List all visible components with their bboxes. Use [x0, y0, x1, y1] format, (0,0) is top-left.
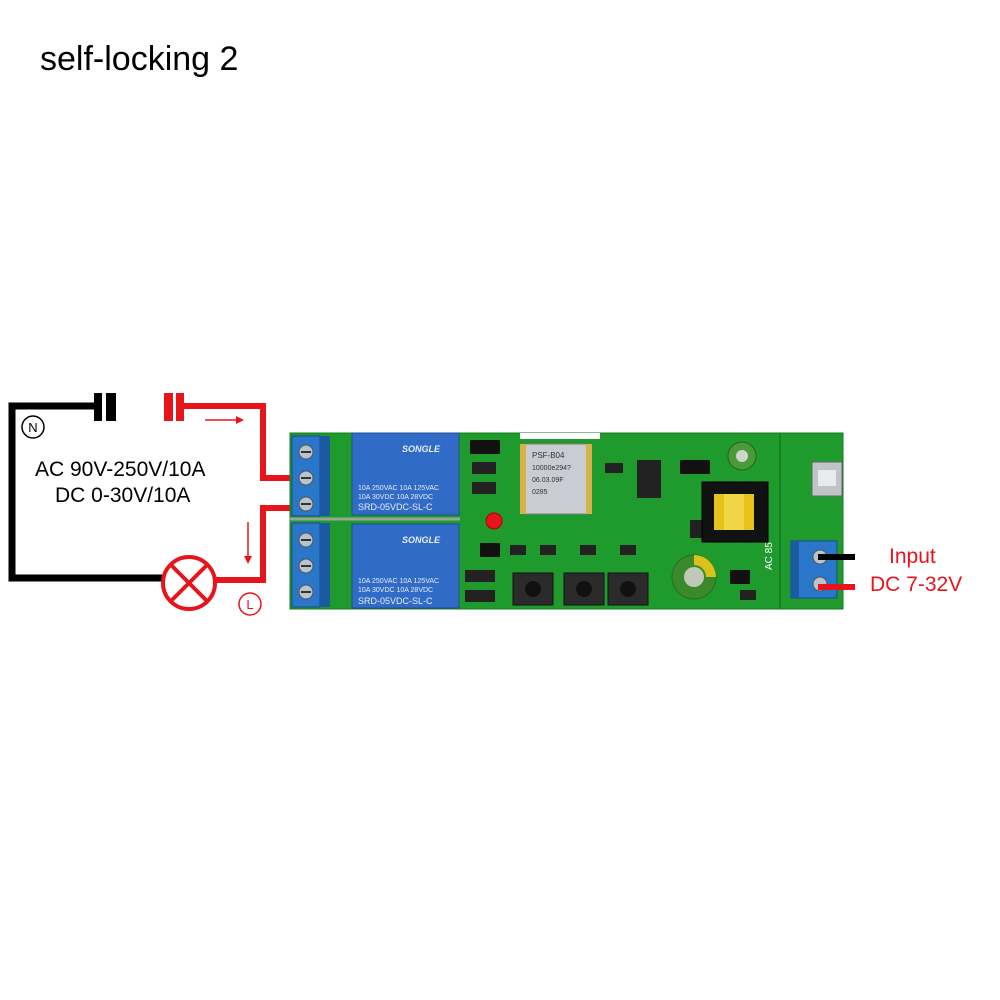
- neutral-terminal-label: N: [28, 420, 37, 435]
- live-wire-in: [184, 403, 310, 481]
- push-buttons: [512, 572, 649, 606]
- relay1-terminal-block: [291, 435, 330, 517]
- relay-board: SONGLE 10A 250VAC 10A 125VAC 10A 30VDC 1…: [289, 432, 844, 610]
- live-terminal-label: L: [246, 597, 253, 612]
- lamp-icon: [161, 555, 217, 611]
- relay2-rating-2: 10A 30VDC 10A 28VDC: [358, 587, 433, 594]
- module-line2: 10000e294?: [532, 465, 571, 472]
- live-wire-out: [215, 505, 310, 583]
- neutral-terminal-marker: [21, 415, 45, 439]
- relay-1: SONGLE 10A 250VAC 10A 125VAC 10A 30VDC 1…: [351, 432, 460, 516]
- neutral-plug: [94, 393, 102, 421]
- input-label: Input: [889, 545, 936, 568]
- relay2-rating-1: 10A 250VAC 10A 125VAC: [358, 578, 439, 585]
- relay1-model: SRD-05VDC-SL-C: [358, 502, 433, 512]
- neutral-wire: [8, 402, 165, 582]
- status-led: [485, 512, 503, 530]
- module-line1: PSF-B04: [532, 451, 565, 460]
- wifi-module: PSF-B04 10000e294? 06.03.09F 0285: [520, 443, 592, 515]
- neutral-circuit: N: [8, 393, 165, 582]
- live-circuit: L: [164, 393, 310, 616]
- transformer: [701, 481, 769, 543]
- live-terminal-marker: [238, 592, 262, 616]
- module-line3: 06.03.09F: [532, 477, 564, 484]
- relay1-brand: SONGLE: [402, 444, 441, 454]
- relay2-model: SRD-05VDC-SL-C: [358, 596, 433, 606]
- relay-2: SONGLE 10A 250VAC 10A 125VAC 10A 30VDC 1…: [351, 523, 460, 609]
- relay1-rating-2: 10A 30VDC 10A 28VDC: [358, 494, 433, 501]
- spec-ac: AC 90V-250V/10A: [35, 458, 206, 481]
- module-line4: 0285: [532, 489, 548, 496]
- live-plug: [164, 393, 173, 421]
- relay1-rating-1: 10A 250VAC 10A 125VAC: [358, 485, 439, 492]
- spec-dc: DC 0-30V/10A: [55, 484, 191, 507]
- board-edge-text: AC 85: [764, 542, 775, 570]
- relay2-brand: SONGLE: [402, 535, 441, 545]
- input-range: DC 7-32V: [870, 573, 963, 596]
- relay2-terminal-block: [291, 522, 330, 608]
- micro-usb-port: [811, 461, 843, 497]
- page-title: self-locking 2: [40, 40, 239, 78]
